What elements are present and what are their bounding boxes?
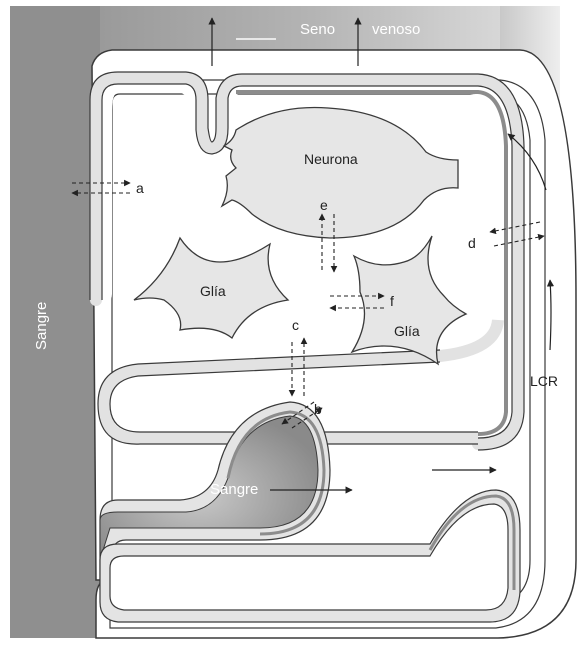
sinus-label-underline xyxy=(236,38,276,40)
blood-left xyxy=(10,6,100,638)
label-c: c xyxy=(292,317,299,333)
label-e: e xyxy=(320,197,328,213)
label-glia-right: Glía xyxy=(394,323,420,339)
label-d: d xyxy=(468,235,476,251)
label-f: f xyxy=(390,293,394,309)
label-glia-left: Glía xyxy=(200,283,226,299)
label-b: b xyxy=(314,401,322,417)
label-seno: Seno xyxy=(300,21,335,38)
label-sangre-left: Sangre xyxy=(33,302,50,350)
label-lcr: LCR xyxy=(530,373,558,389)
label-venoso: venoso xyxy=(372,21,420,38)
label-a: a xyxy=(136,180,144,196)
label-sangre-center: Sangre xyxy=(210,481,258,498)
label-neurona: Neurona xyxy=(304,151,358,167)
